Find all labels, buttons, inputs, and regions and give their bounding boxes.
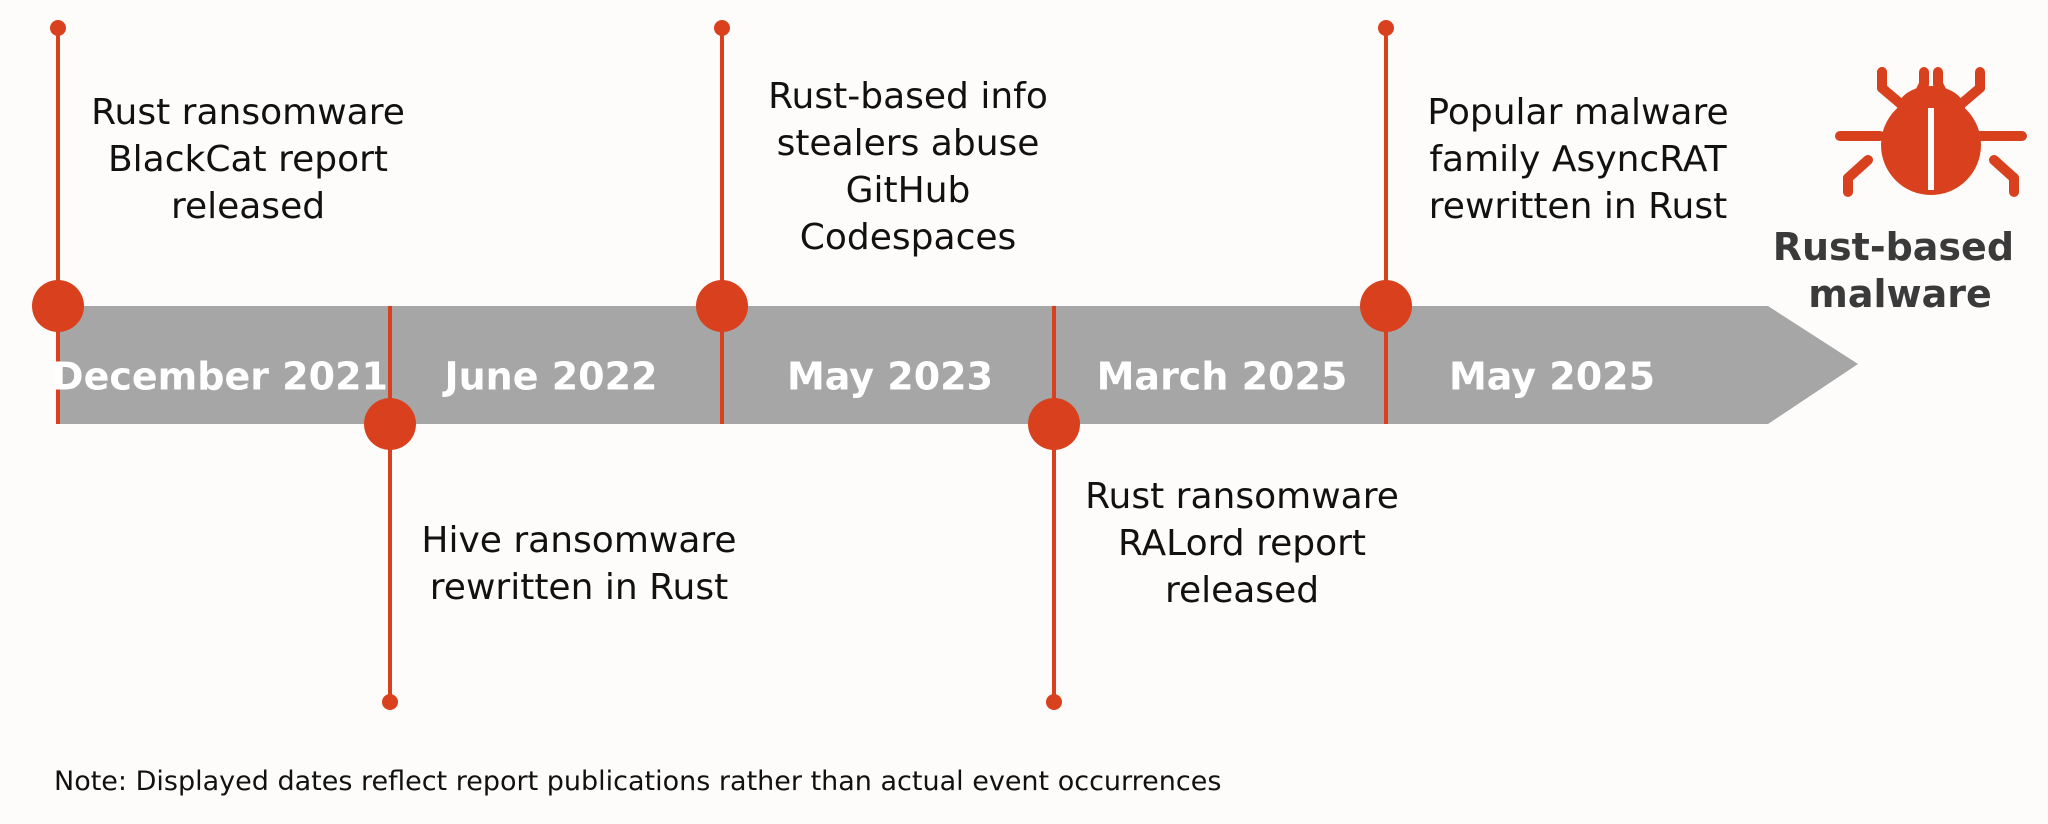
event-description-line: RALord report bbox=[1118, 523, 1366, 564]
event-description: Hive ransomware rewritten in Rust bbox=[421, 520, 736, 608]
footnote: Note: Displayed dates reflect report pub… bbox=[54, 766, 1222, 797]
timeline-event: Popular malware family AsyncRAT rewritten … bbox=[1360, 20, 1729, 424]
timeline-event: Hive ransomware rewritten in Rust bbox=[364, 306, 737, 710]
event-end-dot bbox=[382, 694, 398, 710]
event-description-line: Rust ransomware bbox=[1085, 476, 1399, 517]
event-marker bbox=[696, 280, 748, 332]
event-description-line: Hive ransomware bbox=[421, 520, 736, 561]
event-description-line: Rust ransomware bbox=[91, 92, 405, 133]
event-marker bbox=[364, 398, 416, 450]
event-description-line: stealers abuse bbox=[777, 123, 1040, 164]
title-line: Rust-based bbox=[1773, 225, 2014, 269]
event-description-line: Rust-based info bbox=[768, 76, 1048, 117]
event-end-dot bbox=[50, 20, 66, 36]
timeline-dates: December 2021 June 2022 May 2023 March 2025… bbox=[52, 355, 1655, 399]
timeline-title: Rust-based malware bbox=[1773, 225, 2028, 316]
title-line: malware bbox=[1808, 272, 1992, 316]
event-end-dot bbox=[1046, 694, 1062, 710]
event-date: May 2023 bbox=[787, 355, 993, 399]
event-description-line: rewritten in Rust bbox=[1429, 186, 1727, 227]
event-date: December 2021 bbox=[52, 355, 388, 399]
event-description-line: rewritten in Rust bbox=[430, 567, 728, 608]
event-description-line: released bbox=[171, 186, 325, 227]
event-date: June 2022 bbox=[441, 355, 657, 399]
bug-icon bbox=[1835, 67, 2027, 197]
event-marker bbox=[1360, 280, 1412, 332]
event-description-line: Popular malware bbox=[1427, 92, 1728, 133]
event-description-line: released bbox=[1165, 570, 1319, 611]
event-description: Popular malware family AsyncRAT rewritten … bbox=[1427, 92, 1728, 227]
timeline-arrow bbox=[58, 306, 1858, 424]
event-marker bbox=[1028, 398, 1080, 450]
event-description-line: Codespaces bbox=[800, 217, 1017, 258]
event-description-line: BlackCat report bbox=[108, 139, 388, 180]
event-description-line: family AsyncRAT bbox=[1429, 139, 1727, 180]
event-description-line: GitHub bbox=[846, 170, 971, 211]
event-date: May 2025 bbox=[1449, 355, 1655, 399]
event-marker bbox=[32, 280, 84, 332]
event-end-dot bbox=[714, 20, 730, 36]
event-date: March 2025 bbox=[1097, 355, 1348, 399]
event-end-dot bbox=[1378, 20, 1394, 36]
